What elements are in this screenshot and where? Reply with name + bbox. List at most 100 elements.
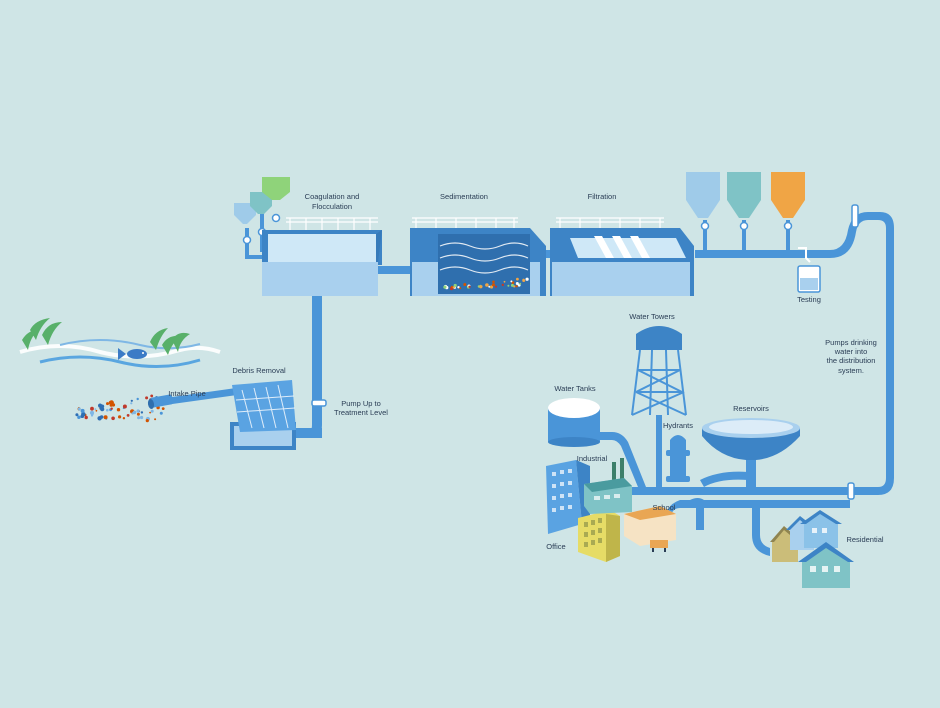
- industrial-building-icon: [584, 458, 632, 514]
- particle-dot: [154, 418, 157, 421]
- pipe-to-water-tower: [656, 415, 662, 487]
- label-coagulation-2: Flocculation: [312, 202, 352, 211]
- particle-dot: [145, 419, 149, 423]
- particle-dot: [122, 417, 126, 420]
- particle-dot: [122, 404, 127, 409]
- hopper-chlorine-icon: [686, 172, 720, 218]
- label-testing: Testing: [797, 295, 821, 304]
- coag-railing: [286, 217, 378, 230]
- particle-dot: [89, 410, 95, 415]
- label-water-tanks: Water Tanks: [554, 384, 596, 393]
- particle-dot: [103, 415, 108, 420]
- particle-dot: [491, 283, 496, 287]
- particle-dot: [501, 283, 504, 287]
- particle-dot: [453, 283, 457, 288]
- particle-dot: [443, 285, 447, 289]
- hydrant-icon: [666, 435, 690, 482]
- particle-dot: [507, 284, 510, 287]
- particle-dot: [84, 415, 88, 420]
- pipe-distribution-second: [700, 500, 850, 508]
- debris-screen-mesh: [235, 384, 296, 429]
- valve-icon: [783, 221, 793, 231]
- particle-dot: [136, 409, 140, 413]
- coag-tank-water: [268, 234, 376, 262]
- valve-icon: [242, 235, 252, 245]
- particle-dot: [75, 413, 79, 417]
- label-pumps-4: system.: [838, 366, 864, 375]
- debris-removal-unit: [230, 380, 296, 450]
- particle-dot: [161, 407, 165, 410]
- filt-railing: [556, 217, 664, 228]
- particle-dot: [140, 411, 144, 414]
- particle-dot: [111, 416, 115, 421]
- residential-houses-icon: [770, 510, 854, 588]
- particle-dot: [106, 408, 109, 412]
- pipe-reservoir-curve: [700, 471, 748, 487]
- water-tanks-icon: [548, 398, 600, 447]
- particle-dot: [452, 286, 455, 289]
- valve-icon: [271, 213, 281, 223]
- pipe-distribution-main: [640, 487, 860, 495]
- particle-dot: [522, 279, 526, 282]
- particle-dot: [130, 399, 133, 402]
- label-hydrants: Hydrants: [663, 421, 693, 430]
- label-debris-removal: Debris Removal: [232, 366, 286, 375]
- pipe-valve-icon: [851, 204, 859, 228]
- office-building-yellow-icon: [578, 510, 620, 562]
- label-reservoirs: Reservoirs: [733, 404, 769, 413]
- particle-dot: [99, 406, 103, 410]
- office-building-icon: [546, 460, 590, 534]
- particle-dot: [450, 285, 454, 288]
- particle-dot: [515, 282, 519, 285]
- pipe-coag-to-sed: [376, 266, 414, 274]
- particle-dot: [116, 408, 121, 412]
- particle-dot: [108, 400, 113, 405]
- feed-line-3: [703, 220, 707, 252]
- feed-line-5: [786, 220, 790, 252]
- particle-dot: [468, 285, 471, 288]
- filt-tank-base: [552, 262, 690, 296]
- label-office: Office: [546, 542, 565, 551]
- sed-railing: [412, 217, 518, 228]
- hopper-feed-icon: [250, 192, 272, 214]
- particle-dot: [510, 280, 513, 283]
- particle-dot: [94, 408, 97, 410]
- label-pumps-1: Pumps drinking: [825, 338, 877, 347]
- particle-dot: [503, 280, 506, 283]
- label-coagulation-1: Coagulation and: [305, 192, 360, 201]
- hopper-fluoride-icon: [727, 172, 761, 218]
- particle-dot: [149, 411, 152, 414]
- school-building-icon: [624, 506, 676, 552]
- sed-sludge: [443, 277, 529, 291]
- label-residential: Residential: [846, 535, 883, 544]
- hopper-green-icon: [262, 177, 290, 200]
- reservoir-icon: [702, 418, 800, 460]
- particle-dot: [479, 285, 483, 289]
- coagulation-tank: [262, 217, 382, 296]
- filt-cartridges: [594, 236, 650, 258]
- particle-dot: [110, 407, 113, 410]
- hopper-alum-icon: [234, 203, 256, 224]
- label-pump-up-1: Pump Up to: [341, 399, 381, 408]
- feed-line-4: [742, 220, 746, 252]
- particle-dot: [140, 415, 144, 420]
- particle-dot: [463, 283, 467, 286]
- pipe-debris-to-pump: [292, 428, 322, 438]
- fish-icon: [118, 348, 147, 360]
- label-sedimentation: Sedimentation: [440, 192, 488, 201]
- particle-dot: [132, 410, 137, 415]
- particle-dot: [488, 285, 491, 288]
- river-grass-right: [150, 328, 190, 355]
- river-grass-left: [22, 318, 62, 350]
- particle-dot: [159, 411, 163, 415]
- particle-dot: [492, 280, 495, 284]
- river-wave: [39, 355, 201, 368]
- particle-dot: [510, 283, 514, 287]
- water-tower-icon: [631, 326, 687, 416]
- particle-dot: [515, 285, 518, 288]
- pipe-valve-icon: [847, 482, 855, 500]
- particle-dot: [106, 402, 109, 406]
- pipe-to-school: [640, 500, 700, 518]
